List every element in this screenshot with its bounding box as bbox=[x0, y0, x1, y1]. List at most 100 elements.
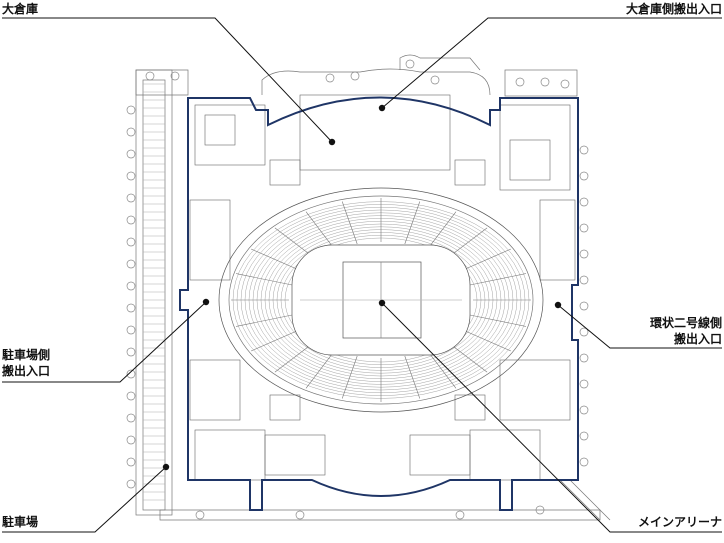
tree-icon bbox=[579, 223, 589, 233]
aisle-line bbox=[305, 350, 336, 389]
leader-warehouse bbox=[2, 17, 333, 143]
top-left-site bbox=[135, 69, 189, 96]
tree-icon bbox=[126, 149, 136, 159]
site-context bbox=[135, 54, 611, 521]
warehouse-room bbox=[299, 94, 451, 171]
room-w bbox=[189, 199, 231, 281]
label-main-arena: メインアリーナ bbox=[638, 514, 722, 530]
aisle-line bbox=[236, 314, 293, 327]
dot-main-arena bbox=[378, 299, 386, 307]
top-site-road-2 bbox=[399, 54, 481, 71]
top-site-road bbox=[261, 68, 491, 96]
aisle-line bbox=[460, 248, 512, 272]
tree-circles bbox=[126, 59, 589, 520]
dot-loop-road-entrance bbox=[554, 301, 562, 309]
aisle-line bbox=[305, 211, 336, 250]
aisle-line bbox=[469, 314, 526, 327]
leader-parking bbox=[2, 466, 167, 533]
label-warehouse-entrance: 大倉庫側搬出入口 bbox=[626, 1, 722, 17]
aisle-line bbox=[341, 201, 358, 245]
tree-icon bbox=[579, 171, 589, 181]
tree-icon bbox=[295, 510, 305, 520]
tree-icon bbox=[126, 413, 136, 423]
label-warehouse-text: 大倉庫 bbox=[2, 2, 39, 16]
tree-icon bbox=[126, 281, 136, 291]
room-ne bbox=[499, 104, 571, 191]
room-se bbox=[499, 359, 571, 421]
label-parking-entrance-line1: 駐車場側 bbox=[2, 348, 51, 362]
parking-strip bbox=[135, 69, 173, 516]
aisle-line bbox=[404, 201, 421, 245]
tree-icon bbox=[405, 59, 415, 69]
leader-endpoints bbox=[162, 104, 562, 471]
leader-warehouse-entrance bbox=[381, 17, 722, 109]
tree-icon bbox=[350, 71, 360, 81]
label-loop-road-entrance-line1: 環状二号線側 bbox=[649, 316, 722, 330]
room-sse bbox=[469, 429, 541, 481]
tree-icon bbox=[126, 435, 136, 445]
room-ne-inner bbox=[509, 139, 551, 181]
bottom-right-slope-2 bbox=[569, 479, 611, 521]
tree-icon bbox=[126, 171, 136, 181]
dot-warehouse-entrance bbox=[378, 104, 386, 112]
bottom-right-slope bbox=[559, 479, 601, 521]
label-parking-entrance: 駐車場側 搬出入口 bbox=[2, 347, 50, 379]
tree-icon bbox=[126, 369, 136, 379]
stair-ne bbox=[454, 159, 486, 186]
aisle-line bbox=[426, 211, 457, 250]
arena-outer-ring bbox=[218, 187, 544, 413]
tree-icon bbox=[126, 347, 136, 357]
tree-icon bbox=[126, 479, 136, 489]
tree-icon bbox=[579, 275, 589, 285]
tree-icon bbox=[579, 353, 589, 363]
aisle-line bbox=[250, 328, 302, 352]
label-warehouse: 大倉庫 bbox=[2, 1, 38, 17]
label-main-arena-text: メインアリーナ bbox=[637, 515, 722, 529]
aisle-line bbox=[469, 273, 526, 286]
tree-icon bbox=[430, 75, 440, 85]
label-warehouse-entrance-text: 大倉庫側搬出入口 bbox=[625, 2, 722, 16]
arena-concourse-ring bbox=[228, 195, 534, 405]
tree-icon bbox=[579, 197, 589, 207]
building-outline bbox=[179, 96, 579, 511]
tree-icon bbox=[579, 405, 589, 415]
tree-icon bbox=[579, 249, 589, 259]
dot-parking bbox=[162, 463, 170, 471]
dot-warehouse bbox=[328, 138, 336, 146]
tree-icon bbox=[126, 193, 136, 203]
tree-icon bbox=[126, 127, 136, 137]
aisle-line bbox=[460, 328, 512, 352]
tree-icon bbox=[195, 510, 205, 520]
leader-lines bbox=[2, 17, 722, 533]
tree-icon bbox=[579, 301, 589, 311]
leader-main-arena bbox=[381, 302, 722, 533]
room-nw bbox=[194, 104, 266, 166]
tree-icon bbox=[540, 77, 550, 87]
tree-icon bbox=[126, 237, 136, 247]
leader-loop-road-entrance bbox=[557, 304, 722, 349]
tree-icon bbox=[579, 379, 589, 389]
tree-icon bbox=[560, 79, 570, 89]
tree-icon bbox=[579, 327, 589, 337]
tree-icon bbox=[579, 457, 589, 467]
bottom-site bbox=[159, 509, 601, 521]
room-s2 bbox=[409, 434, 471, 476]
room-e bbox=[539, 199, 576, 281]
stair-se bbox=[454, 394, 486, 421]
dot-parking-entrance bbox=[202, 298, 210, 306]
aisle-line bbox=[250, 248, 302, 272]
tree-icon bbox=[126, 325, 136, 335]
tree-icon bbox=[579, 431, 589, 441]
tree-icon bbox=[126, 457, 136, 467]
tree-icon bbox=[579, 145, 589, 155]
parking-stalls bbox=[143, 83, 165, 501]
tree-icon bbox=[126, 303, 136, 313]
leader-parking-entrance bbox=[2, 301, 207, 383]
tree-icon bbox=[170, 71, 180, 81]
aisle-line bbox=[341, 355, 358, 399]
top-right-site bbox=[504, 69, 578, 97]
stair-sw bbox=[269, 394, 301, 421]
room-s1 bbox=[264, 434, 326, 476]
